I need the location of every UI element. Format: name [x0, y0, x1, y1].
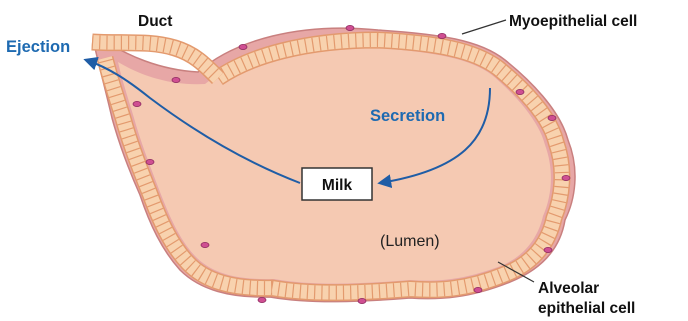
duct-label: Duct	[138, 13, 172, 30]
secretion-label: Secretion	[370, 107, 445, 125]
alveolar-label-line2: epithelial cell	[538, 300, 635, 317]
milk-label: Milk	[322, 177, 353, 194]
alveolar-label-line1: Alveolar	[538, 280, 599, 297]
myoepithelial-leader	[462, 20, 506, 34]
myoepithelial-cell-label: Myoepithelial cell	[509, 13, 637, 30]
lumen-label: (Lumen)	[380, 233, 440, 250]
ejection-label: Ejection	[6, 38, 70, 56]
